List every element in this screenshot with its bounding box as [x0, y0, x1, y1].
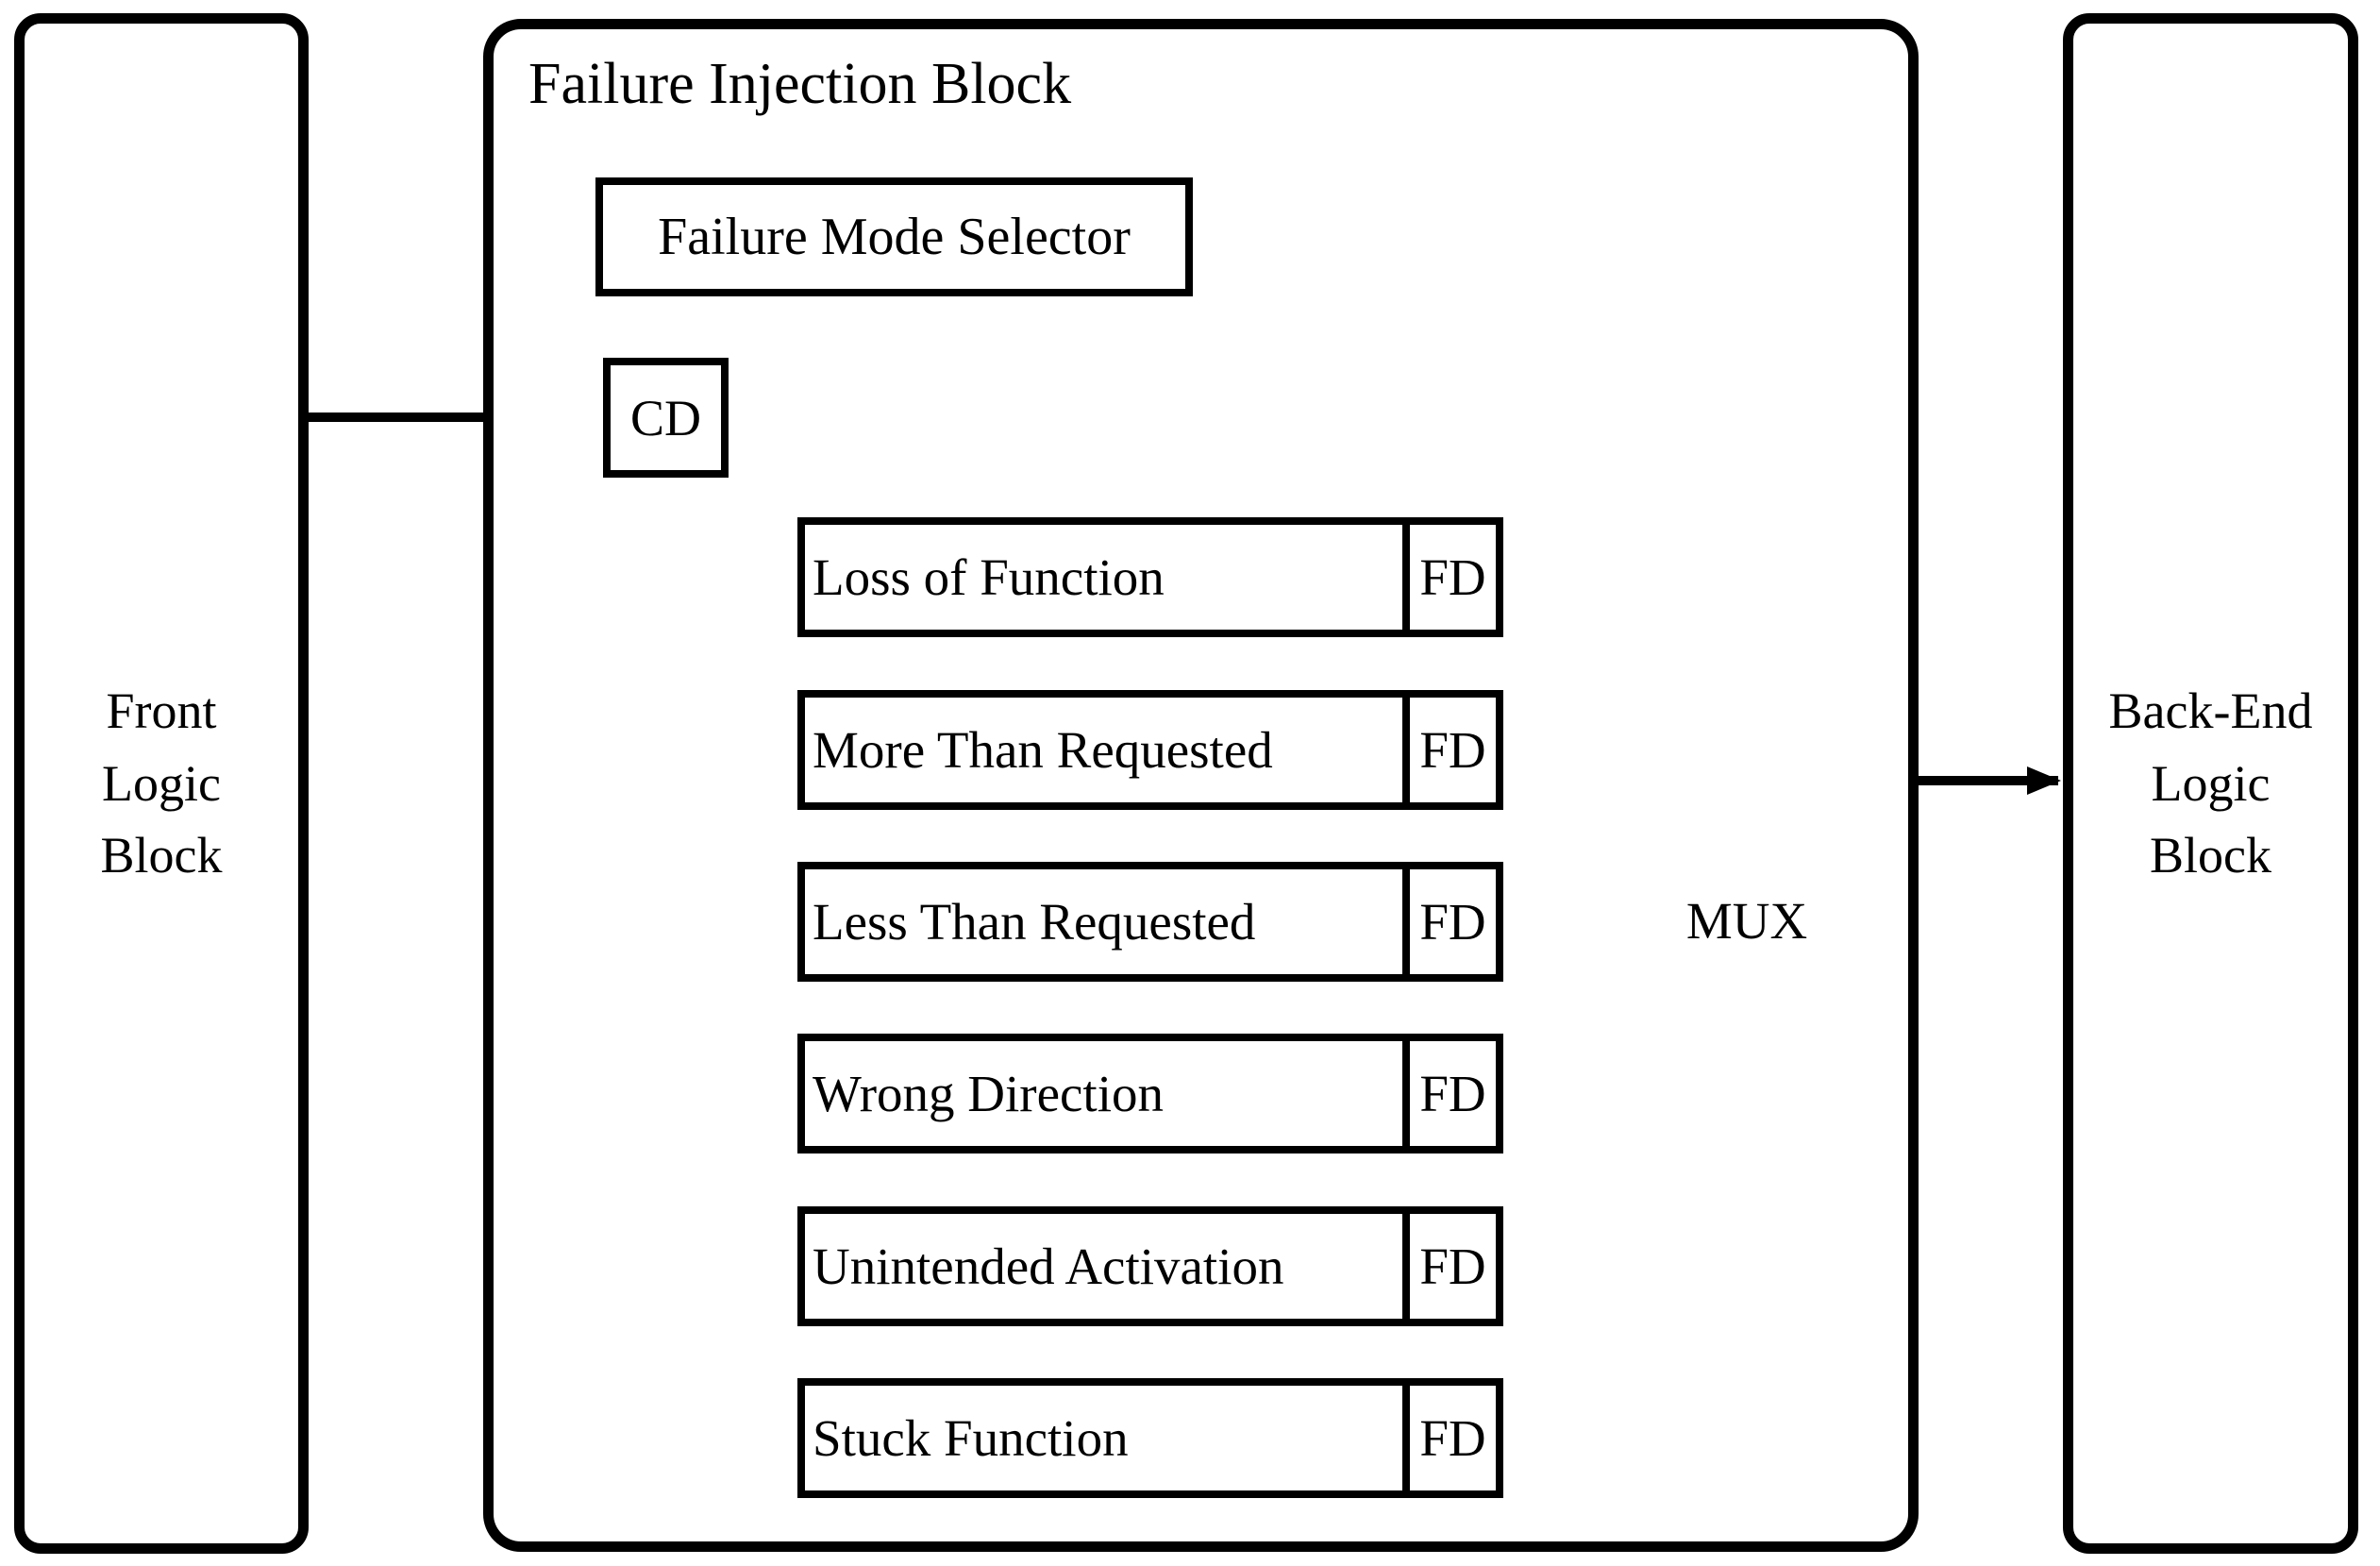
front-logic-block: Front Logic Block: [14, 13, 309, 1554]
front-logic-block-label-line3: Block: [100, 827, 223, 884]
failure-mode-row-label: More Than Requested: [813, 721, 1273, 779]
failure-mode-row-label: Wrong Direction: [813, 1065, 1164, 1122]
fault-detector-box: FD: [1402, 1041, 1496, 1146]
failure-mode-selector-box: Failure Mode Selector: [595, 177, 1193, 296]
fault-detector-box: FD: [1402, 1386, 1496, 1490]
back-end-logic-block: Back-End Logic Block: [2063, 13, 2358, 1554]
front-logic-block-label-line2: Logic: [102, 754, 221, 812]
back-end-logic-block-label-line2: Logic: [2151, 754, 2271, 812]
failure-mode-row-label: Less Than Requested: [813, 893, 1256, 951]
failure-mode-row-unintended-activation: Unintended Activation FD: [797, 1206, 1503, 1326]
fault-detector-box: FD: [1402, 698, 1496, 802]
back-end-logic-block-label-line1: Back-End: [2108, 682, 2313, 739]
failure-mode-row-label: Unintended Activation: [813, 1238, 1284, 1295]
failure-mode-row-more-than-requested: More Than Requested FD: [797, 690, 1503, 810]
failure-mode-row-stuck-function: Stuck Function FD: [797, 1378, 1503, 1498]
failure-mode-row-less-than-requested: Less Than Requested FD: [797, 862, 1503, 982]
failure-mode-row-loss-of-function: Loss of Function FD: [797, 517, 1503, 637]
fault-detector-box: FD: [1402, 1214, 1496, 1319]
fault-detector-box: FD: [1402, 869, 1496, 974]
cd-box: CD: [603, 358, 729, 478]
mux-label: MUX: [1685, 892, 1808, 950]
failure-mode-row-label: Stuck Function: [813, 1409, 1129, 1467]
failure-mode-row-wrong-direction: Wrong Direction FD: [797, 1034, 1503, 1153]
back-end-logic-block-label-line3: Block: [2150, 827, 2271, 884]
front-logic-block-label-line1: Front: [106, 682, 217, 739]
failure-mode-row-label: Loss of Function: [813, 548, 1165, 606]
failure-injection-block-title: Failure Injection Block: [528, 52, 1072, 116]
fault-detector-box: FD: [1402, 525, 1496, 630]
